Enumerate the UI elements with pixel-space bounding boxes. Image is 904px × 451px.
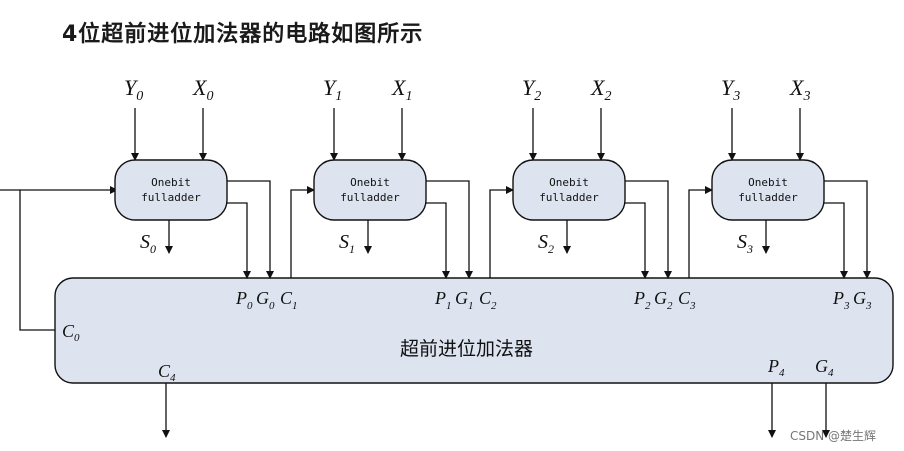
g-label-3: G3 [853, 288, 872, 312]
g-wire-3 [824, 180, 871, 279]
full-adder-line1-1: Onebit [350, 176, 390, 189]
g-wire-2 [625, 180, 672, 279]
p-label-3: P3 [832, 288, 850, 312]
full-adder-box-3 [711, 159, 825, 221]
carry-wire-2 [688, 186, 713, 278]
sum-output-1: S1 [339, 231, 355, 256]
carry-wire-0 [290, 186, 315, 278]
cla-c4-label: C4 [158, 361, 176, 384]
watermark: CSDN @楚生辉 [790, 429, 876, 443]
sum-output-2: S2 [538, 231, 554, 256]
p-wire-3 [824, 202, 848, 279]
full-adder-box-0 [114, 159, 228, 221]
full-adder-line2-0: fulladder [141, 191, 201, 204]
p-label-0: P0 [235, 288, 253, 312]
sum-output-3: S3 [737, 231, 753, 256]
figure-title: 4位超前进位加法器的电路如图所示 [62, 22, 424, 47]
input-x-2: X2 [590, 75, 611, 104]
cla-g4-label: G4 [815, 356, 834, 379]
g-label-2: G2 [654, 288, 673, 312]
cla-p4-label: P4 [767, 356, 785, 379]
g-label-0: G0 [256, 288, 275, 312]
sum-output-0: S0 [140, 231, 156, 256]
input-y-2: Y2 [522, 75, 541, 104]
full-adder-line2-2: fulladder [539, 191, 599, 204]
cla-block-label: 超前进位加法器 [400, 338, 533, 360]
carry-label-2: C3 [678, 288, 696, 312]
g-wire-1 [426, 180, 473, 279]
full-adder-line1-0: Onebit [151, 176, 191, 189]
p-wire-1 [426, 202, 450, 279]
p-wire-0 [227, 202, 251, 279]
input-y-0: Y0 [124, 75, 143, 104]
carry-label-1: C2 [479, 288, 497, 312]
cla-c0-label: C0 [62, 321, 80, 344]
input-x-3: X3 [789, 75, 810, 104]
full-adder-line2-3: fulladder [738, 191, 798, 204]
full-adder-line2-1: fulladder [340, 191, 400, 204]
g-wire-0 [227, 180, 274, 279]
full-adder-line1-3: Onebit [748, 176, 788, 189]
input-x-0: X0 [192, 75, 213, 104]
p-label-1: P1 [434, 288, 452, 312]
input-x-1: X1 [391, 75, 412, 104]
p-wire-2 [625, 202, 649, 279]
input-y-1: Y1 [323, 75, 342, 104]
g-label-1: G1 [455, 288, 474, 312]
carry-wire-1 [489, 186, 514, 278]
full-adder-box-2 [512, 159, 626, 221]
full-adder-line1-2: Onebit [549, 176, 589, 189]
p-label-2: P2 [633, 288, 651, 312]
full-adder-box-1 [313, 159, 427, 221]
input-y-3: Y3 [721, 75, 740, 104]
carry-label-0: C1 [280, 288, 298, 312]
c0-input-wire [0, 189, 55, 331]
